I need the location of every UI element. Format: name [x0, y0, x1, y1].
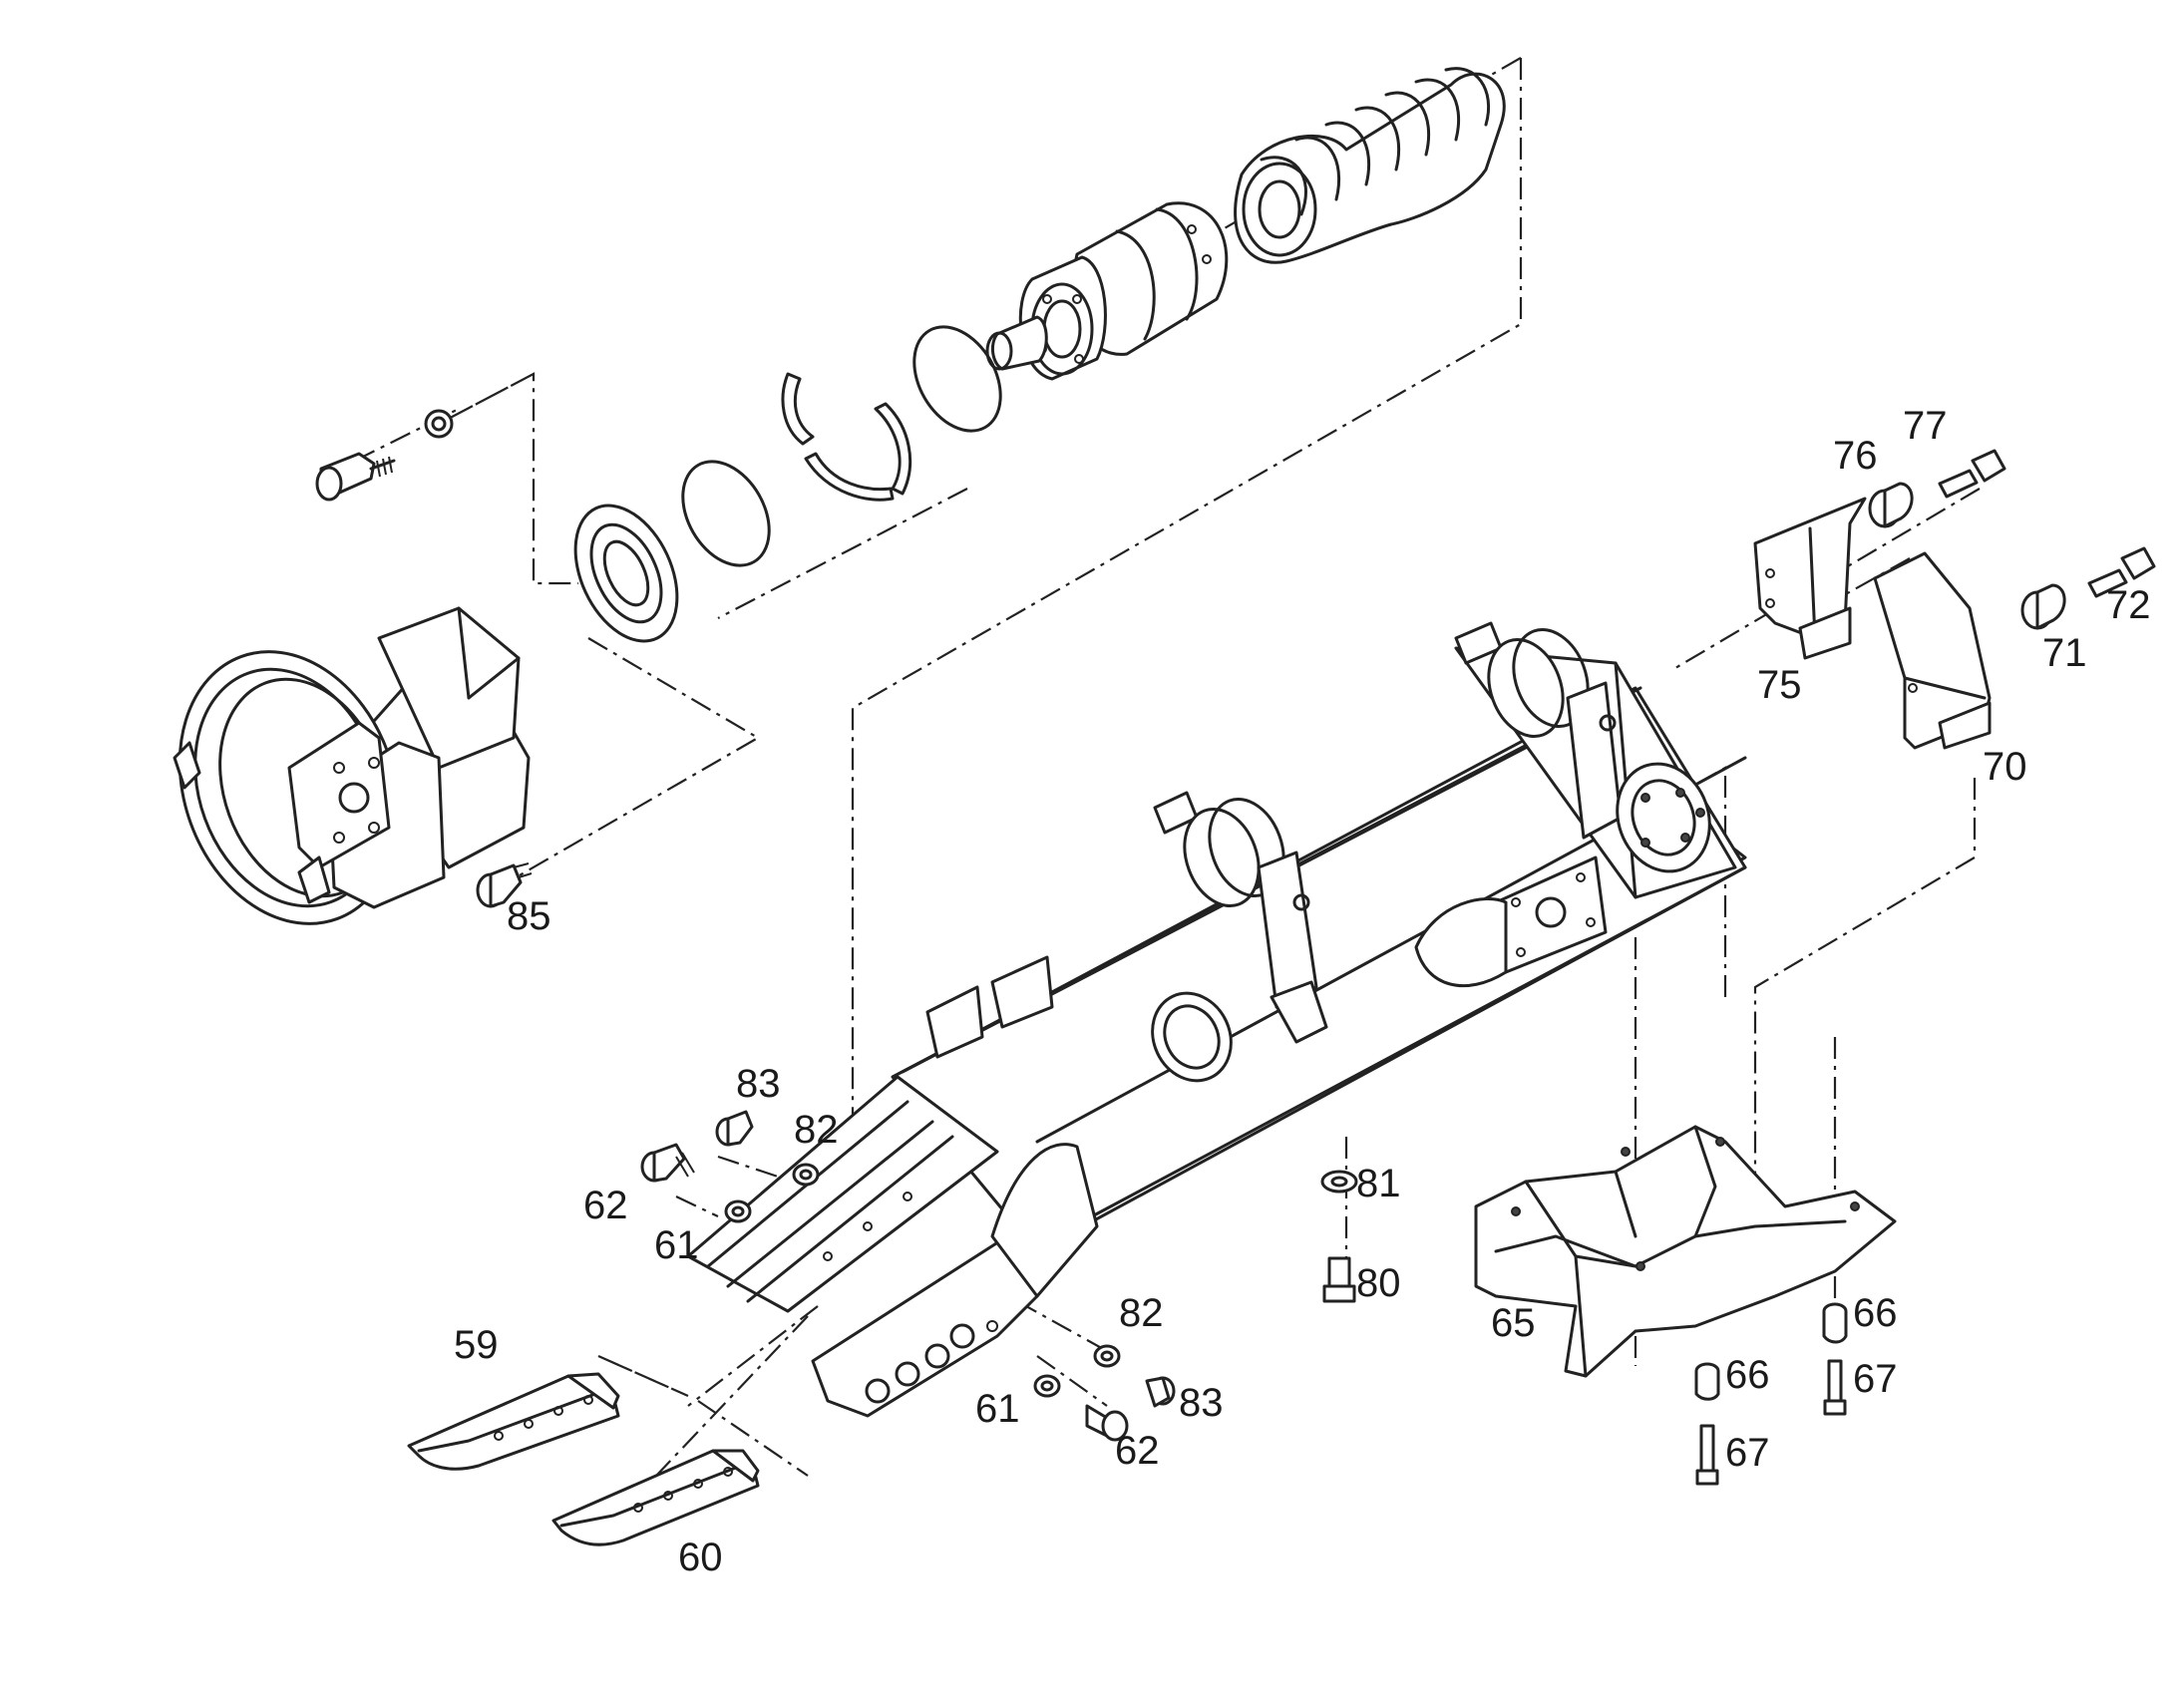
carrier-roller-front — [1153, 791, 1328, 1044]
callout-72: 72 — [2106, 583, 2151, 627]
recoil-cylinder — [985, 201, 1229, 381]
callout-75: 75 — [1757, 663, 1802, 707]
callout-66-right: 66 — [1853, 1291, 1898, 1335]
spacer-66-left — [1694, 1362, 1720, 1401]
bolt-62-lower — [1085, 1404, 1129, 1442]
callout-61-lower: 61 — [975, 1387, 1020, 1431]
split-rings — [781, 372, 912, 502]
callout-83-lower: 83 — [1179, 1381, 1224, 1425]
callout-71: 71 — [2042, 631, 2087, 675]
callout-70: 70 — [1983, 745, 2027, 789]
callout-83-upper: 83 — [736, 1062, 781, 1106]
bolt-85 — [476, 862, 533, 908]
bolt-67-left — [1695, 1424, 1719, 1486]
callout-65: 65 — [1491, 1301, 1536, 1345]
callout-60: 60 — [678, 1536, 723, 1579]
washer-81 — [1320, 1170, 1358, 1194]
callout-61-upper: 61 — [654, 1223, 699, 1267]
callout-81: 81 — [1356, 1162, 1401, 1205]
washer-82-lower — [1093, 1344, 1121, 1368]
plug-80 — [1322, 1256, 1356, 1303]
tension-spring — [1234, 67, 1506, 264]
track-guide-frame-65 — [1474, 1125, 1897, 1378]
callout-76: 76 — [1833, 434, 1878, 478]
guard-bracket-70 — [1873, 551, 1992, 750]
guard-bracket-75 — [1753, 497, 1867, 660]
callout-66-left: 66 — [1725, 1353, 1770, 1397]
bolt-72 — [2087, 546, 2156, 598]
callout-77: 77 — [1903, 404, 1948, 448]
skid-plate-60 — [551, 1449, 760, 1546]
bolt-83-upper — [715, 1110, 754, 1147]
bolt-83-lower — [1145, 1376, 1176, 1408]
callout-82-lower: 82 — [1119, 1291, 1164, 1335]
bolt-62-upper — [640, 1143, 695, 1183]
spacer-76 — [1868, 482, 1914, 528]
spacer-66-right — [1822, 1302, 1848, 1344]
skid-plate-59 — [407, 1372, 620, 1471]
bolt-67-right — [1823, 1359, 1847, 1416]
carrier-roller-rear — [1454, 621, 1623, 840]
callout-62-lower: 62 — [1115, 1429, 1160, 1473]
callout-82-upper: 82 — [794, 1108, 839, 1152]
washer-82-upper — [792, 1163, 820, 1187]
front-idler-wheel — [173, 606, 531, 925]
travel-motor-flange — [1616, 762, 1711, 873]
idler-seal — [573, 504, 679, 643]
callout-62-upper: 62 — [583, 1184, 628, 1227]
callout-80: 80 — [1356, 1261, 1401, 1305]
callout-85: 85 — [507, 894, 551, 938]
bolt-77 — [1938, 449, 2006, 499]
callout-59: 59 — [454, 1323, 499, 1367]
callout-67-left: 67 — [1725, 1431, 1770, 1475]
washer-61-lower — [1033, 1374, 1061, 1398]
o-rings — [681, 325, 1002, 567]
callout-labels: 85 77 76 72 71 75 70 83 82 62 61 81 80 6… — [454, 404, 2151, 1579]
washer-61-upper — [724, 1199, 752, 1223]
spacer-71 — [2020, 583, 2066, 630]
idler-bolt — [315, 409, 454, 502]
callout-67-right: 67 — [1853, 1357, 1898, 1401]
